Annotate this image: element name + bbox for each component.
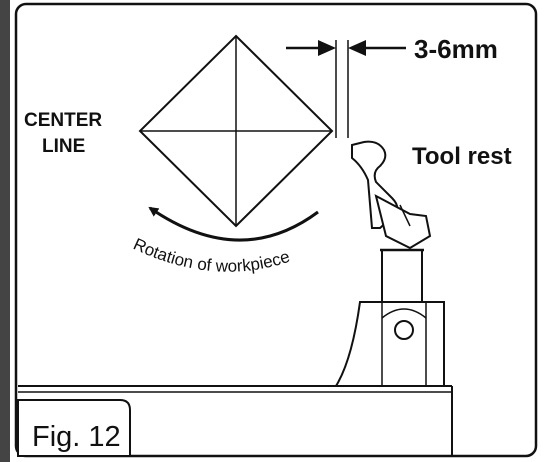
page-edge-strip [0, 0, 10, 462]
figure-label: Fig. 12 [32, 421, 121, 453]
tool-rest [334, 140, 445, 387]
tool-rest-base [334, 301, 445, 387]
gap-dimension [286, 40, 406, 138]
center-line-label-top: CENTER [24, 110, 102, 131]
figure-label-box: Fig. 12 [17, 399, 131, 457]
gap-label: 3-6mm [414, 34, 498, 64]
tool-rest-pivot [394, 320, 414, 340]
tool-rest-label: Tool rest [412, 143, 512, 170]
figure-frame [14, 2, 538, 458]
center-line-label-bottom: LINE [42, 136, 85, 157]
tool-rest-post [381, 249, 423, 303]
rotation-arrow [148, 206, 319, 242]
center-line-label: CENTER LINE [24, 110, 107, 157]
workpiece-square [138, 34, 334, 228]
